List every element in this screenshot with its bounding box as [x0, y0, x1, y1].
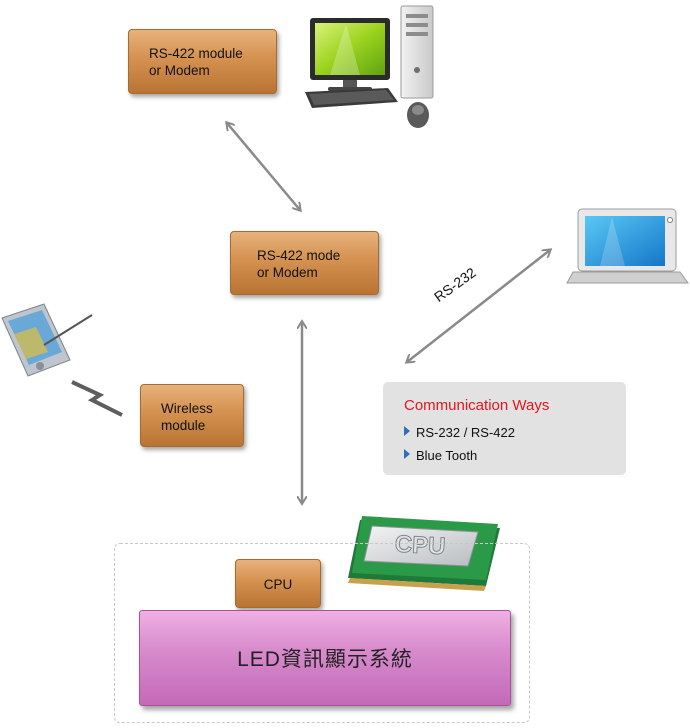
node-rs422-module: RS-422 module or Modem: [128, 29, 277, 94]
arrow-rs232: [407, 250, 550, 362]
bullet-triangle-icon: [404, 449, 410, 459]
node-cpu: CPU: [235, 559, 321, 608]
communication-way-item: Blue Tooth: [404, 448, 477, 463]
laptop-icon: [566, 208, 689, 284]
node-wireless-line2: module: [161, 418, 206, 433]
node-rs422-module-line1: RS-422 module: [149, 46, 243, 61]
node-led-system-label: LED資訊顯示系統: [237, 648, 413, 671]
node-rs422-mode-line1: RS-422 mode: [257, 248, 341, 263]
arrow-top-to-mid: [227, 123, 300, 210]
bullet-triangle-icon: [404, 426, 410, 436]
communication-way-item-2: Blue Tooth: [416, 448, 478, 463]
node-cpu-label: CPU: [263, 577, 293, 592]
wireless-signal-icon: [71, 380, 123, 417]
communication-way-item-1: RS-232 / RS-422: [416, 425, 515, 440]
communication-ways-title: Communication Ways: [404, 397, 550, 414]
node-rs422-mode: RS-422 mode or Modem: [230, 231, 379, 295]
node-led-system: LED資訊顯示系統: [139, 610, 511, 706]
node-rs422-module-line2: or Modem: [149, 63, 210, 78]
node-wireless-line1: Wireless: [161, 401, 213, 416]
cpu-chip-icon: CPU: [348, 516, 500, 591]
chip-label: CPU: [394, 531, 446, 561]
pda-icon: [1, 303, 93, 377]
node-wireless-module: Wireless module: [140, 384, 244, 447]
communication-ways-panel: Communication Ways RS-232 / RS-422 Blue …: [383, 382, 626, 475]
led-system-group: [114, 543, 530, 723]
communication-way-item: RS-232 / RS-422: [404, 425, 515, 440]
desktop-computer-icon: [305, 5, 434, 128]
node-rs422-mode-line2: or Modem: [257, 265, 318, 280]
